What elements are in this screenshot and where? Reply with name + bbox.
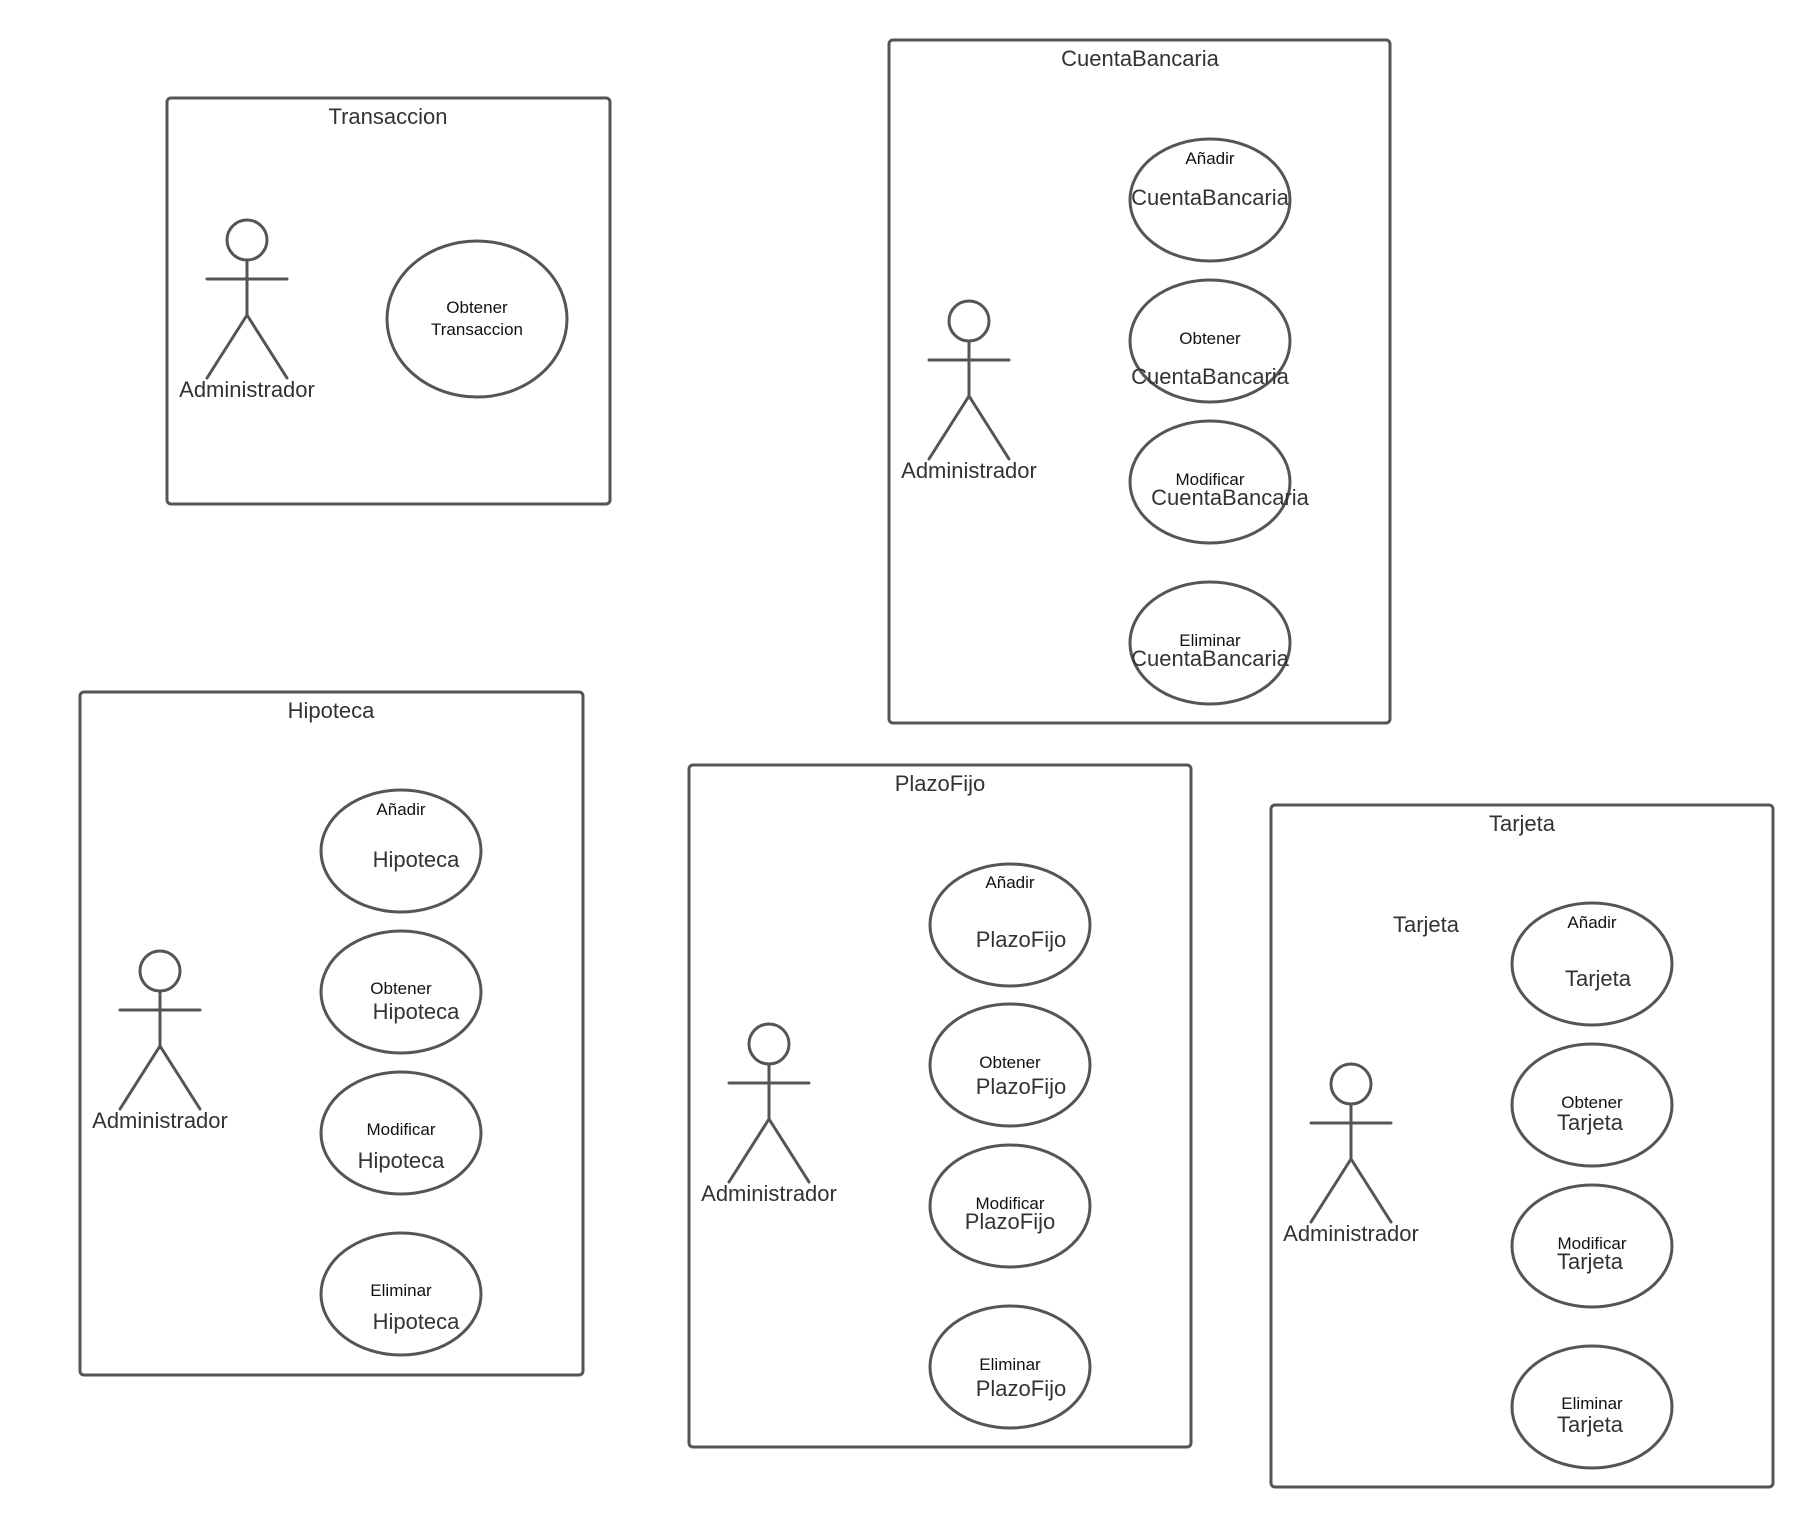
use-case-verb: Eliminar bbox=[979, 1355, 1041, 1374]
use-case-entity: CuentaBancaria bbox=[1151, 485, 1310, 510]
use-case-entity: PlazoFijo bbox=[976, 1074, 1066, 1099]
actor-head bbox=[1329, 1062, 1373, 1106]
system-boundary-tarjeta: Tarjeta Tarjeta Administrador Añadir Tar… bbox=[1269, 803, 1775, 1489]
actor-administrador: Administrador bbox=[701, 1022, 837, 1206]
actor-administrador: Administrador bbox=[901, 299, 1037, 483]
actor-label: Administrador bbox=[1283, 1221, 1419, 1246]
use-case-verb: Obtener bbox=[370, 979, 432, 998]
use-case-entity: PlazoFijo bbox=[965, 1209, 1055, 1234]
actor-administrador: Administrador bbox=[179, 218, 315, 402]
boundary-title: Tarjeta bbox=[1489, 811, 1556, 836]
use-case-entity: Tarjeta bbox=[1557, 1412, 1624, 1437]
use-case-verb: Modificar bbox=[367, 1120, 436, 1139]
actor-label: Administrador bbox=[701, 1181, 837, 1206]
use-case-entity: Hipoteca bbox=[373, 847, 461, 872]
use-case-modificar-hipoteca[interactable]: Modificar Hipoteca bbox=[319, 1070, 483, 1196]
actor-label: Administrador bbox=[92, 1108, 228, 1133]
use-case-entity: Tarjeta bbox=[1557, 1110, 1624, 1135]
use-case-entity: CuentaBancaria bbox=[1131, 185, 1290, 210]
use-case-verb: Eliminar bbox=[1179, 631, 1241, 650]
use-case-eliminar-plazo-fijo[interactable]: Eliminar PlazoFijo bbox=[928, 1304, 1092, 1430]
use-case-verb: Obtener bbox=[1561, 1093, 1623, 1112]
use-case-eliminar-cuenta-bancaria[interactable]: Eliminar CuentaBancaria bbox=[1128, 580, 1292, 706]
use-case-verb: Obtener bbox=[446, 298, 508, 317]
use-case-anadir-hipoteca[interactable]: Añadir Hipoteca bbox=[319, 788, 483, 914]
use-case-anadir-tarjeta[interactable]: Añadir Tarjeta bbox=[1510, 901, 1674, 1027]
use-case-obtener-tarjeta[interactable]: Obtener Tarjeta bbox=[1510, 1042, 1674, 1168]
system-boundary-plazo-fijo: PlazoFijo Administrador Añadir PlazoFijo… bbox=[687, 763, 1193, 1449]
use-case-eliminar-tarjeta[interactable]: Eliminar Tarjeta bbox=[1510, 1344, 1674, 1470]
actor-head bbox=[947, 299, 991, 343]
use-case-entity: Hipoteca bbox=[358, 1148, 446, 1173]
use-case-entity: PlazoFijo bbox=[976, 1376, 1066, 1401]
use-case-verb: Modificar bbox=[976, 1194, 1045, 1213]
use-case-modificar-plazo-fijo[interactable]: Modificar PlazoFijo bbox=[928, 1143, 1092, 1269]
use-case-verb: Añadir bbox=[1185, 149, 1234, 168]
loose-label: Tarjeta bbox=[1393, 912, 1460, 937]
use-case-verb: Añadir bbox=[985, 873, 1034, 892]
actor-head bbox=[225, 218, 269, 262]
use-case-verb: Obtener bbox=[979, 1053, 1041, 1072]
use-case-verb: Modificar bbox=[1176, 470, 1245, 489]
system-boundary-transaccion: Transaccion Administrador Obtener Transa… bbox=[165, 96, 612, 506]
use-case-entity: Tarjeta bbox=[1565, 966, 1632, 991]
use-case-entity: Transaccion bbox=[431, 320, 523, 339]
actor-head bbox=[138, 949, 182, 993]
use-case-obtener-plazo-fijo[interactable]: Obtener PlazoFijo bbox=[928, 1002, 1092, 1128]
use-case-entity: Hipoteca bbox=[373, 999, 461, 1024]
use-case-entity: CuentaBancaria bbox=[1131, 364, 1290, 389]
use-case-verb: Obtener bbox=[1179, 329, 1241, 348]
use-case-entity: Hipoteca bbox=[373, 1309, 461, 1334]
boundary-title: CuentaBancaria bbox=[1061, 46, 1220, 71]
actor-label: Administrador bbox=[901, 458, 1037, 483]
use-case-verb: Eliminar bbox=[1561, 1394, 1623, 1413]
system-boundary-cuenta-bancaria: CuentaBancaria Administrador Añadir Cuen… bbox=[887, 38, 1392, 725]
actor-administrador: Administrador bbox=[1283, 1062, 1419, 1246]
boundary-title: Hipoteca bbox=[288, 698, 376, 723]
boundary-title: Transaccion bbox=[328, 104, 447, 129]
actor-head bbox=[747, 1022, 791, 1066]
use-case-entity: CuentaBancaria bbox=[1131, 646, 1290, 671]
use-case-entity: PlazoFijo bbox=[976, 927, 1066, 952]
use-case-obtener-hipoteca[interactable]: Obtener Hipoteca bbox=[319, 929, 483, 1055]
use-case-obtener-cuenta-bancaria[interactable]: Obtener CuentaBancaria bbox=[1128, 278, 1292, 404]
use-case-obtener-transaccion[interactable]: Obtener Transaccion bbox=[385, 239, 569, 399]
use-case-modificar-cuenta-bancaria[interactable]: Modificar CuentaBancaria bbox=[1128, 419, 1310, 545]
use-case-modificar-tarjeta[interactable]: Modificar Tarjeta bbox=[1510, 1183, 1674, 1309]
use-case-verb: Añadir bbox=[376, 800, 425, 819]
use-case-verb: Modificar bbox=[1558, 1234, 1627, 1253]
system-boundary-hipoteca: Hipoteca Administrador Añadir Hipoteca O… bbox=[78, 690, 585, 1377]
use-case-verb: Eliminar bbox=[370, 1281, 432, 1300]
boundary-title: PlazoFijo bbox=[895, 771, 985, 796]
use-case-eliminar-hipoteca[interactable]: Eliminar Hipoteca bbox=[319, 1231, 483, 1357]
use-case-verb: Añadir bbox=[1567, 913, 1616, 932]
actor-administrador: Administrador bbox=[92, 949, 228, 1133]
actor-label: Administrador bbox=[179, 377, 315, 402]
use-case-anadir-plazo-fijo[interactable]: Añadir PlazoFijo bbox=[928, 862, 1092, 988]
use-case-anadir-cuenta-bancaria[interactable]: Añadir CuentaBancaria bbox=[1128, 137, 1292, 263]
use-case-entity: Tarjeta bbox=[1557, 1249, 1624, 1274]
